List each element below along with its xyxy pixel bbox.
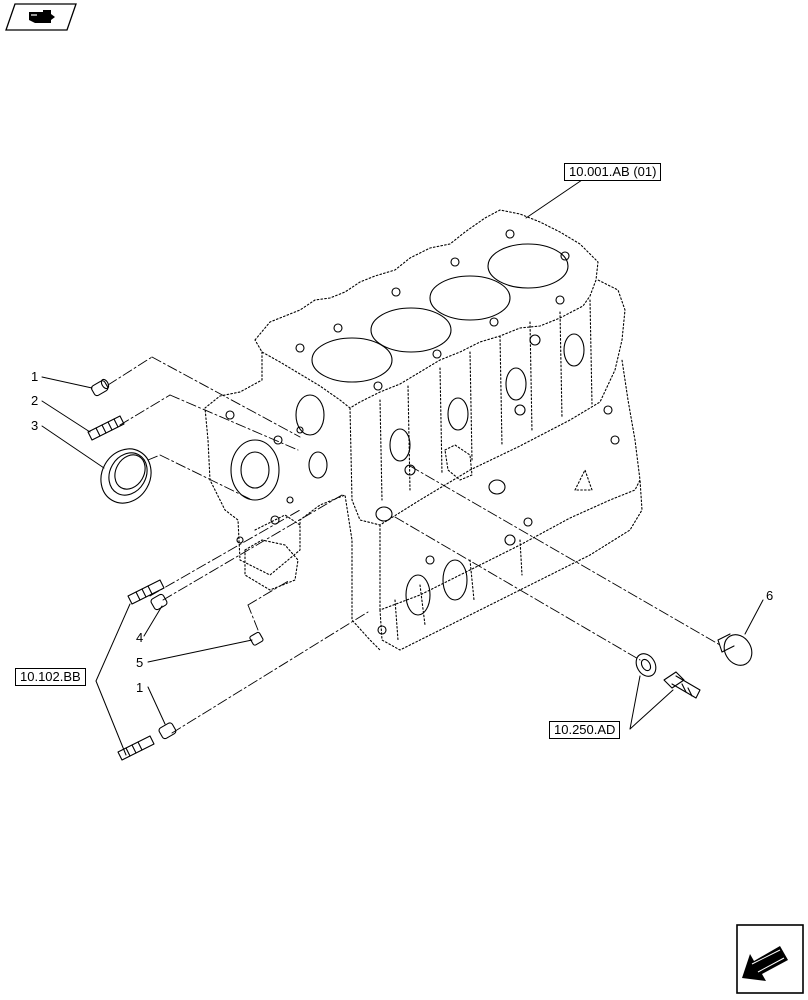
block-side-skirt xyxy=(349,279,626,526)
drain-plug-reference-link[interactable]: 10.250.AD xyxy=(549,721,621,739)
part-2-stud xyxy=(87,415,125,441)
callout-5-plug[interactable]: 5 xyxy=(136,655,144,670)
engine-block-reference-link[interactable]: 10.001.AB (01) xyxy=(564,163,662,181)
callout-6-plug[interactable]: 6 xyxy=(766,588,774,603)
callout-1-dowel-lower[interactable]: 1 xyxy=(136,680,144,695)
next-page-button[interactable] xyxy=(736,924,804,994)
part-1-dowel-top xyxy=(90,378,110,397)
part-6-plug xyxy=(717,633,753,666)
part-5-plug xyxy=(249,631,264,646)
cylinder-bore-2 xyxy=(370,307,452,353)
callout-leaders xyxy=(41,179,764,756)
cylinder-bore-3 xyxy=(429,275,511,321)
hand-pointing-icon xyxy=(29,10,55,23)
stud-reference-link[interactable]: 10.102.BB xyxy=(15,668,86,686)
callout-2-stud[interactable]: 2 xyxy=(31,393,39,408)
callout-4-dowel[interactable]: 4 xyxy=(136,630,144,645)
washer xyxy=(635,653,657,677)
part-4-dowel xyxy=(150,593,168,611)
engine-block xyxy=(204,209,643,651)
drain-bolt xyxy=(663,671,701,699)
callout-1-dowel[interactable]: 1 xyxy=(31,369,39,384)
block-front-face xyxy=(204,351,381,651)
stud-upper xyxy=(127,579,165,605)
cylinder-bore-1 xyxy=(311,337,393,383)
assembly-lines xyxy=(107,356,721,734)
arrow-down-left-icon xyxy=(742,946,788,981)
part-1-dowel-lower xyxy=(158,722,177,740)
page-nav-button[interactable] xyxy=(5,3,77,31)
part-3-oil-seal xyxy=(100,448,152,504)
callout-3-seal[interactable]: 3 xyxy=(31,418,39,433)
stud-lower xyxy=(117,735,155,761)
cylinder-bore-4 xyxy=(487,243,569,289)
deck-outline xyxy=(254,209,599,409)
